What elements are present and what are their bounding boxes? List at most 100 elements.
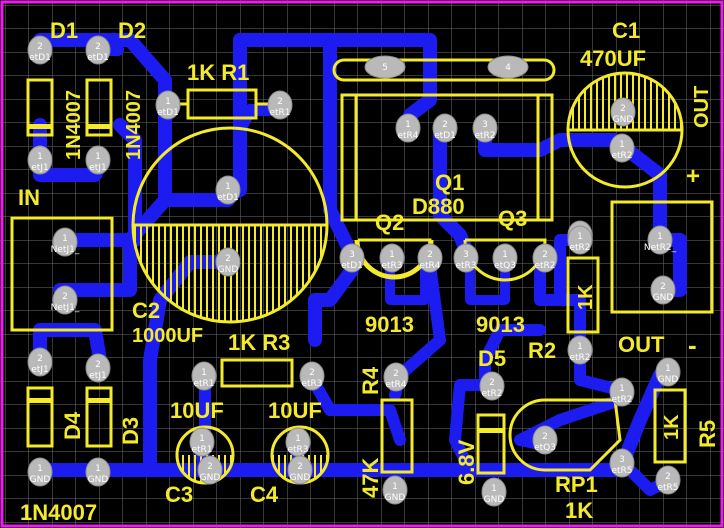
pad-shape bbox=[27, 347, 53, 377]
label-c3: C3 bbox=[165, 482, 193, 507]
label-d5: D5 bbox=[478, 346, 506, 371]
pad-shape bbox=[215, 247, 241, 277]
pad-net-name: GND bbox=[385, 493, 406, 503]
pad-pin-number: 1 bbox=[577, 232, 583, 242]
d4-band bbox=[28, 398, 52, 403]
label-q1: Q1 bbox=[435, 170, 464, 195]
pad-pin-number: 2 bbox=[620, 104, 626, 114]
pad-net-name: etD1 bbox=[87, 53, 109, 63]
pad-shape bbox=[453, 243, 479, 273]
pad-pin-number: 3 bbox=[482, 120, 488, 130]
label-d5-value: 6.8V bbox=[454, 439, 479, 485]
pad-pin-number: 2 bbox=[542, 432, 548, 442]
label-q3-part: 9013 bbox=[476, 312, 525, 337]
pad-shape bbox=[382, 475, 408, 505]
pad-net-name: etR2 bbox=[534, 261, 555, 271]
pad-net-name: etR5 bbox=[657, 483, 678, 493]
label-q2: Q2 bbox=[375, 210, 404, 235]
pad-shape bbox=[155, 90, 181, 120]
pad-shape bbox=[472, 113, 498, 143]
label-d2-part: 1N4007 bbox=[123, 90, 145, 160]
label-c1-value: 470UF bbox=[580, 46, 646, 71]
pad-shape bbox=[379, 243, 405, 273]
pad: 4 bbox=[487, 55, 529, 79]
pad-net-name: etR1 bbox=[269, 108, 290, 118]
label-r3: 1K R3 bbox=[228, 330, 290, 355]
label-rp1: RP1 bbox=[555, 472, 598, 497]
trace bbox=[53, 193, 172, 297]
pad-net-name: GND bbox=[88, 475, 109, 485]
pad-pin-number: 1 bbox=[37, 464, 43, 474]
label-q3: Q3 bbox=[498, 206, 527, 231]
pad-shape bbox=[567, 225, 593, 255]
d5-outline bbox=[476, 413, 506, 475]
trace bbox=[304, 369, 406, 446]
trace bbox=[449, 379, 496, 476]
pad-shape bbox=[655, 357, 681, 387]
label-r5-value: 1K bbox=[661, 414, 683, 440]
pad-net-name: NetR2_ bbox=[644, 243, 677, 253]
pad-net-name: etD1 bbox=[341, 261, 363, 271]
out-connector-outline bbox=[610, 200, 714, 314]
pad-net-name: GND bbox=[200, 473, 221, 483]
pad-pin-number: 1 bbox=[389, 250, 395, 260]
pad-pin-number: 2 bbox=[95, 42, 101, 52]
label-c4: C4 bbox=[250, 482, 279, 507]
pad-shape bbox=[189, 427, 215, 457]
pad-pin-number: 2 bbox=[277, 97, 283, 107]
pad-pin-number: 2 bbox=[37, 354, 43, 364]
pad-shape bbox=[85, 35, 111, 65]
pad-net-name: etR4 bbox=[397, 131, 418, 141]
d3-band bbox=[87, 398, 111, 403]
pad-net-name: etD1 bbox=[434, 131, 456, 141]
q1-tab-outline bbox=[332, 58, 556, 82]
pad-net-name: etR3 bbox=[455, 261, 476, 271]
pad-shape bbox=[27, 35, 53, 65]
pad-net-name: etJ1 bbox=[89, 371, 106, 381]
pad-shape bbox=[85, 145, 111, 175]
pad-net-name: etD1 bbox=[29, 53, 51, 63]
label-in: IN bbox=[18, 185, 40, 210]
r5-outline bbox=[653, 388, 687, 464]
pad-pin-number: 1 bbox=[165, 97, 171, 107]
pad-shape bbox=[267, 90, 293, 120]
pad-pin-number: 1 bbox=[95, 464, 101, 474]
label-c3-value: 10UF bbox=[170, 398, 224, 423]
pad-pin-number: 1 bbox=[199, 434, 205, 444]
pad-pin-number: 2 bbox=[62, 292, 68, 302]
pad-pin-number: 1 bbox=[619, 140, 625, 150]
label-layer: D1 D2 1N4007 1N4007 1K R1 C1 470UF OUT +… bbox=[18, 18, 720, 525]
label-r5: R5 bbox=[695, 420, 720, 448]
trace bbox=[53, 118, 142, 247]
trace bbox=[33, 368, 667, 477]
trace bbox=[479, 324, 546, 391]
pad-net-name: etR2 bbox=[569, 243, 590, 253]
pad-net-name: etD1 bbox=[157, 108, 179, 118]
label-r2-value: 1K bbox=[575, 284, 597, 310]
in-connector-outline bbox=[10, 216, 114, 332]
label-d3-d4-part: 1N4007 bbox=[20, 500, 97, 525]
pad-shape bbox=[215, 175, 241, 205]
pad-net-name: etR3 bbox=[301, 379, 322, 389]
pad-net-name: etR4 bbox=[419, 261, 440, 271]
pad-pin-number: 1 bbox=[405, 120, 411, 130]
pad-pin-number: 1 bbox=[225, 182, 231, 192]
